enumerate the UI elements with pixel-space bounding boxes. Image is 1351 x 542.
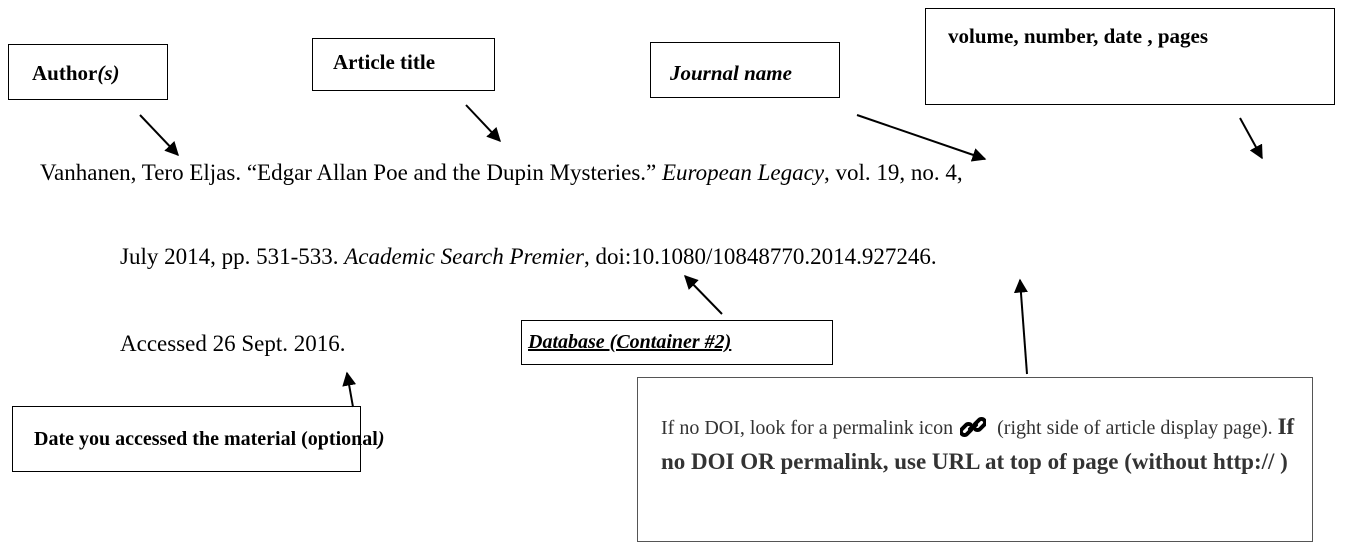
citation-line-1: Vanhanen, Tero Eljas. “Edgar Allan Poe a… — [40, 160, 963, 186]
citation-line-3: Accessed 26 Sept. 2016. — [120, 331, 346, 356]
arrow-vol-num-date-pages — [1239, 117, 1263, 160]
arrow-database — [684, 274, 723, 315]
author-label: Author(s) — [32, 61, 120, 86]
note-part-2: (right side of article display page). — [992, 417, 1278, 439]
arrow-doi — [1013, 278, 1028, 375]
arrow-date-accessed — [342, 371, 357, 408]
vol-num-date-pages-box — [925, 8, 1335, 105]
author-label-suffix: (s) — [97, 61, 120, 85]
doi-permalink-note-text: If no DOI, look for a permalink icon (ri… — [661, 412, 1301, 478]
citation-database: Academic Search Premier — [344, 244, 584, 269]
arrow-journal-name — [856, 114, 987, 162]
date-accessed-label: Date you accessed the material (optional… — [34, 428, 385, 451]
date-accessed-text: Date you accessed the material (optional — [34, 428, 378, 450]
note-bold-text: If no DOI OR permalink, use URL at top o… — [661, 414, 1295, 474]
note-part-1: If no DOI, look for a permalink icon — [661, 417, 959, 439]
date-accessed-close: ) — [377, 428, 385, 450]
link-icon — [959, 416, 988, 447]
doi-permalink-note: If no DOI, look for a permalink icon (ri… — [637, 377, 1313, 542]
citation-line-1-volume: , vol. 19, no. 4, — [824, 160, 963, 185]
arrow-author — [139, 114, 179, 157]
arrow-article-title — [465, 104, 501, 143]
journal-name-box — [650, 42, 840, 98]
citation-journal: European Legacy — [662, 160, 825, 185]
database-box — [521, 320, 833, 365]
citation-line-2: July 2014, pp. 531-533. Academic Search … — [120, 244, 937, 270]
article-title-box — [312, 38, 495, 91]
database-label: Database (Container #2) — [528, 331, 732, 353]
journal-name-label: Journal name — [670, 61, 792, 85]
citation-line-2-date-pages: July 2014, pp. 531-533. — [120, 244, 345, 269]
author-label-text: Author — [32, 61, 98, 85]
author-box — [8, 44, 168, 100]
date-accessed-box — [12, 406, 361, 472]
vol-num-date-pages-label: volume, number, date , pages — [948, 24, 1208, 48]
citation-line-2-doi: , doi:10.1080/10848770.2014.927246. — [583, 244, 937, 269]
citation-line-1-author-title: Vanhanen, Tero Eljas. “Edgar Allan Poe a… — [40, 160, 662, 185]
article-title-label: Article title — [333, 50, 436, 74]
